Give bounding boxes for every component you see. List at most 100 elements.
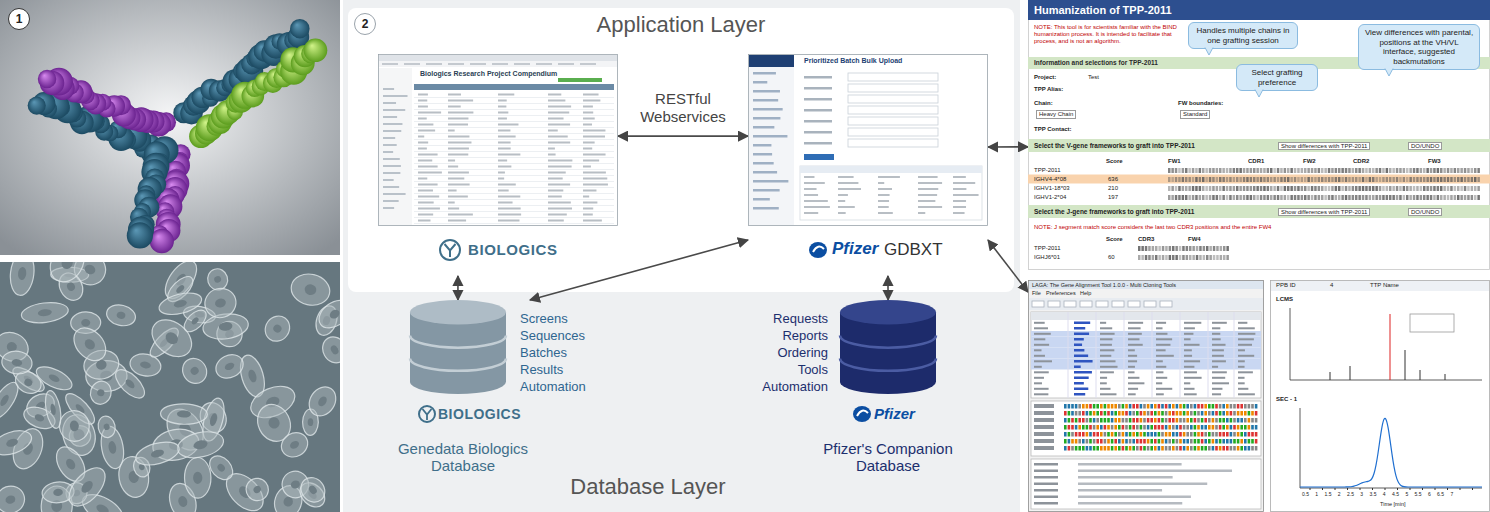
graphic-rect <box>1147 425 1150 430</box>
graphic-rect <box>1219 195 1222 200</box>
graphic-rect <box>418 220 430 222</box>
graphic-rect <box>448 172 469 174</box>
graphic-rect <box>1089 404 1092 409</box>
graphic-rect <box>1290 186 1293 191</box>
graphic-rect <box>1222 446 1225 451</box>
graphic-rect <box>1031 331 1261 337</box>
graphic-rect <box>548 106 571 108</box>
graphic-rect <box>1136 411 1139 416</box>
graphic-rect <box>383 116 397 118</box>
graphic-rect <box>1348 168 1351 173</box>
graphic-rect <box>1409 177 1412 182</box>
graphic-rect <box>1255 404 1258 409</box>
graphic-rect <box>1237 446 1240 451</box>
graphic-rect <box>1034 371 1049 373</box>
graphic-rect <box>1248 432 1251 437</box>
graphic-rect <box>383 109 405 111</box>
graphic-rect <box>1178 186 1181 191</box>
graphic-rect <box>1365 195 1368 200</box>
graphic-rect <box>1100 333 1115 335</box>
graphic-rect <box>1471 186 1474 191</box>
graphic-rect <box>1086 418 1089 423</box>
graphic-rect <box>1154 411 1157 416</box>
graphic-rect <box>1148 255 1151 260</box>
graphic-rect <box>1307 195 1310 200</box>
graphic-rect <box>953 182 975 184</box>
graphic-rect <box>1287 168 1290 173</box>
graphic-rect <box>1392 195 1395 200</box>
graphic-rect <box>953 200 966 202</box>
graphic-rect <box>448 148 469 150</box>
graphic-ellipse <box>95 503 110 512</box>
graphic-rect <box>1111 411 1114 416</box>
graphic-rect <box>1028 175 1490 184</box>
graphic-path <box>857 411 868 416</box>
graphic-rect <box>1226 411 1229 416</box>
graphic-rect <box>838 206 855 208</box>
graphic-line <box>1390 314 1391 380</box>
graphic-ellipse <box>64 457 77 471</box>
screen-text: Select the J-gene frameworks to graft in… <box>1034 208 1194 215</box>
graphic-rect <box>580 63 596 65</box>
graphic-rect <box>1165 425 1168 430</box>
graphic-rect <box>1112 301 1124 307</box>
graphic-rect <box>1034 333 1051 335</box>
graphic-line <box>414 223 614 224</box>
graphic-rect <box>1440 168 1443 173</box>
graphic-rect <box>1155 255 1158 260</box>
callout-number: 1 <box>8 8 30 30</box>
graphic-rect <box>1328 195 1331 200</box>
graphic-rect <box>1128 360 1137 362</box>
screen-text: IGHV4-4*08 <box>1034 176 1066 183</box>
graphic-rect <box>1034 338 1045 340</box>
graphic-rect <box>1107 425 1110 430</box>
graphic-line <box>414 103 614 104</box>
graphic-rect <box>1168 168 1171 173</box>
graphic-rect <box>1389 177 1392 182</box>
graphic-rect <box>548 202 571 204</box>
graphic-rect <box>1183 418 1186 423</box>
graphic-rect <box>1362 195 1365 200</box>
graphic-rect <box>1201 418 1204 423</box>
graphic-rect <box>1338 168 1341 173</box>
graphic-rect <box>1132 439 1135 444</box>
graphic-rect <box>878 176 900 178</box>
graphic-rect <box>1082 446 1085 451</box>
graphic-rect <box>498 160 507 162</box>
graphic-rect <box>1096 439 1099 444</box>
graphic-g <box>0 482 28 512</box>
graphic-rect <box>1125 432 1128 437</box>
graphic-rect <box>1194 418 1197 423</box>
graphic-rect <box>1222 195 1225 200</box>
graphic-rect <box>1314 177 1317 182</box>
graphic-rect <box>1267 186 1270 191</box>
graphic-rect <box>1433 168 1436 173</box>
graphic-circle <box>28 97 46 115</box>
graphic-rect <box>1034 349 1042 351</box>
graphic-rect <box>1165 418 1168 423</box>
graphic-rect <box>918 212 925 214</box>
graphic-rect <box>418 124 433 126</box>
graphic-rect <box>1093 425 1096 430</box>
graphic-rect <box>1096 425 1099 430</box>
graphic-rect <box>918 188 938 190</box>
graphic-rect <box>583 124 592 126</box>
graphic-line <box>414 127 614 128</box>
database-text: BIOLOGICS <box>438 406 521 422</box>
graphic-rect <box>583 214 593 216</box>
graphic-rect <box>1243 168 1246 173</box>
graphic-rect <box>1246 195 1249 200</box>
graphic-rect <box>1186 439 1189 444</box>
graphic-rect <box>1071 418 1074 423</box>
graphic-rect <box>1143 432 1146 437</box>
graphic-rect <box>418 184 438 186</box>
graphic-rect <box>1150 404 1153 409</box>
graphic-rect <box>536 63 552 65</box>
graphic-rect <box>1086 432 1089 437</box>
graphic-rect <box>1064 418 1067 423</box>
graphic-rect <box>1423 186 1426 191</box>
graphic-rect <box>1352 177 1355 182</box>
screen-text: 0.5 1 1.5 2 2.5 3 3.5 4 4.5 5 5.5 6 6.5 … <box>1302 492 1453 498</box>
graphic-rect <box>1454 195 1457 200</box>
graphic-rect <box>878 206 889 208</box>
